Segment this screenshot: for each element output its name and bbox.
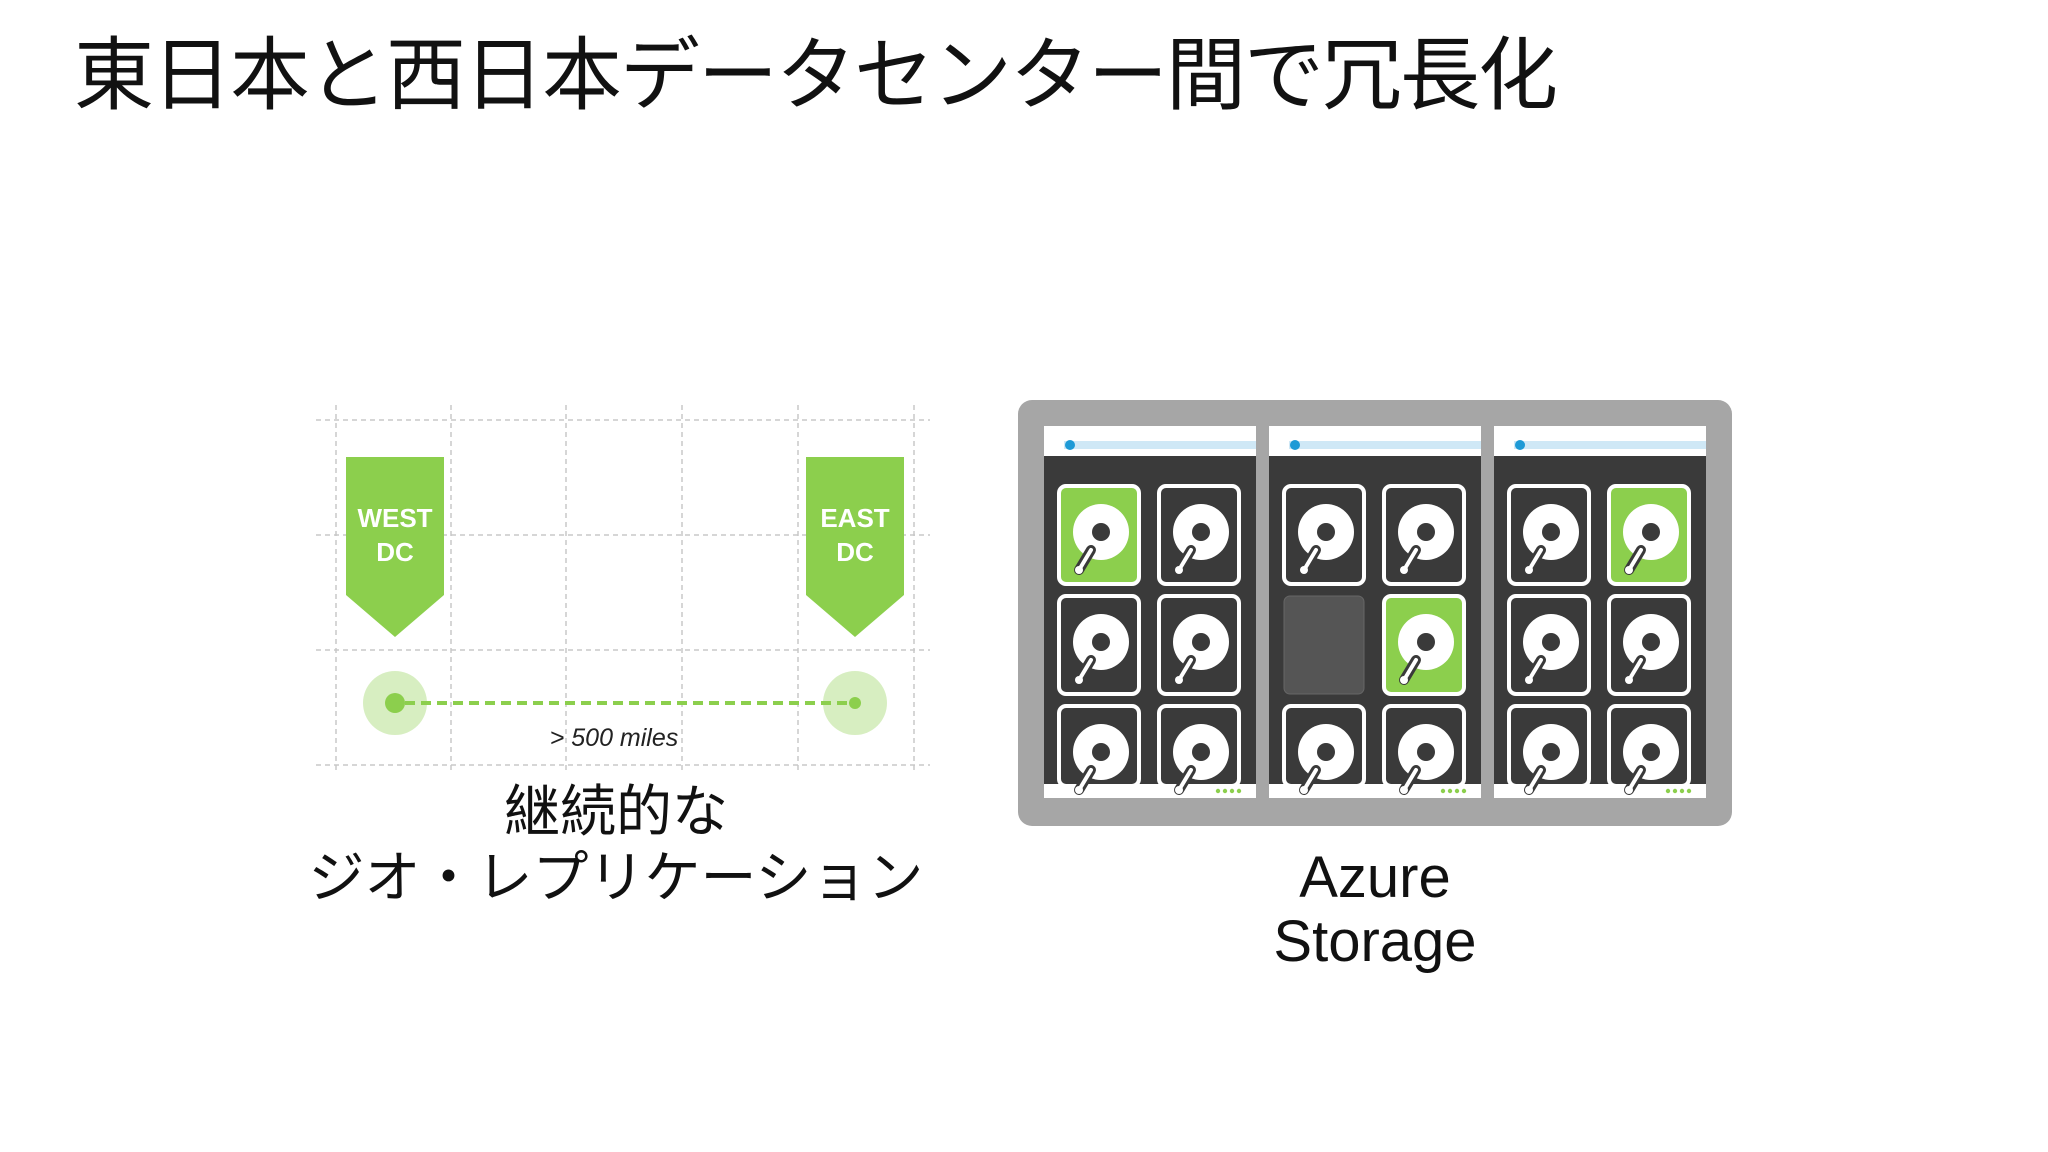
hard-disk-icon <box>1607 704 1691 794</box>
storage-rack <box>1044 426 1256 798</box>
east-dc-label-line2: DC <box>836 537 874 567</box>
hard-disk-icon <box>1057 704 1141 794</box>
hard-disk-icon <box>1507 704 1591 794</box>
hard-disk-icon <box>1057 484 1141 586</box>
geo-replication-diagram: WEST DC EAST DC > 500 miles <box>316 405 930 772</box>
hard-disk-icon <box>1607 594 1691 696</box>
hard-disk-icon <box>1607 484 1691 586</box>
west-dc-label-line2: DC <box>376 537 414 567</box>
geo-caption-line2: ジオ・レプリケーション <box>308 846 924 911</box>
hard-disk-icon <box>1382 704 1466 794</box>
replication-link: > 500 miles <box>363 671 887 752</box>
geo-caption-line1: 継続的な <box>504 780 728 845</box>
storage-caption-line2: Storage <box>1273 909 1477 974</box>
hard-disk-icon <box>1507 594 1591 696</box>
hard-disk-icon <box>1157 594 1241 696</box>
hard-disk-icon <box>1507 484 1591 586</box>
east-dc-label-line1: EAST <box>820 503 889 533</box>
west-dc-marker: WEST DC <box>346 457 444 637</box>
azure-storage-caption: Azure Storage <box>1150 846 1600 974</box>
azure-storage-diagram <box>1018 400 1732 826</box>
storage-caption-line1: Azure <box>1299 845 1451 910</box>
storage-racks <box>1044 426 1706 798</box>
west-dc-label-line1: WEST <box>357 503 432 533</box>
hard-disk-icon <box>1282 484 1366 586</box>
east-dc-marker: EAST DC <box>806 457 904 637</box>
hard-disk-icon <box>1157 704 1241 794</box>
geo-replication-caption: 継続的な ジオ・レプリケーション <box>236 780 996 912</box>
slide-title: 東日本と西日本データセンター間で冗長化 <box>74 29 1558 122</box>
storage-rack <box>1269 426 1481 798</box>
hard-disk-icon <box>1282 704 1366 794</box>
hard-disk-icon <box>1382 484 1466 586</box>
hard-disk-icon <box>1057 594 1141 696</box>
hard-disk-icon <box>1157 484 1241 586</box>
empty-slot-icon <box>1283 595 1365 695</box>
hard-disk-icon <box>1382 594 1466 696</box>
distance-label: > 500 miles <box>550 724 679 752</box>
storage-rack <box>1494 426 1706 798</box>
